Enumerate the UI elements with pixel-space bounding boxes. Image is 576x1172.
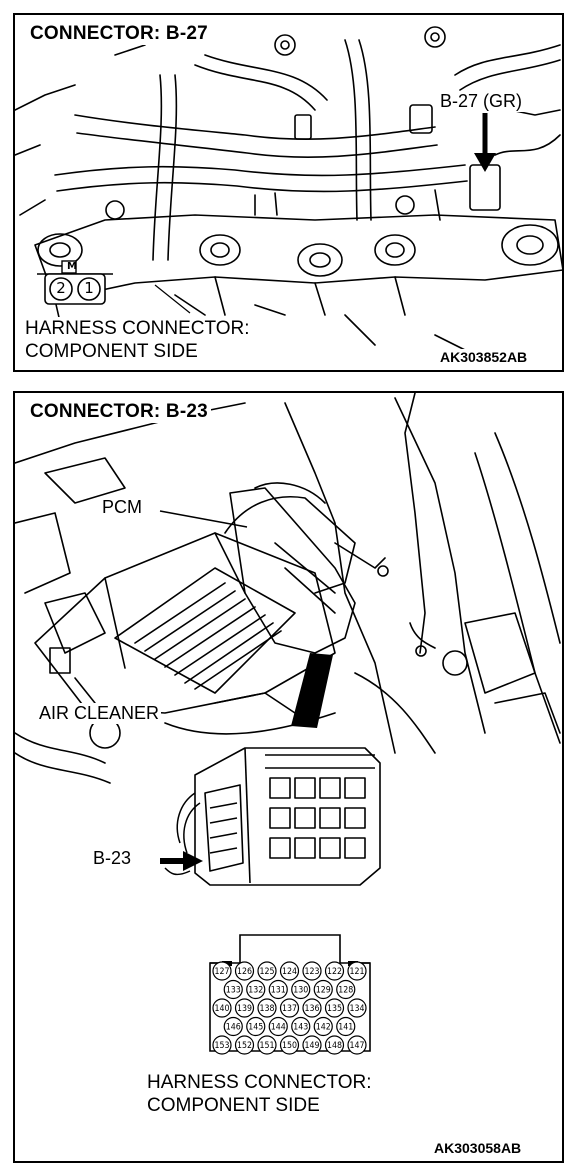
b23-pin-circle	[246, 1016, 266, 1037]
b27-pin-2: 2	[56, 279, 66, 297]
b23-pin-label: 143	[293, 1023, 308, 1033]
b23-pin-circle	[223, 1016, 243, 1037]
b23-pin-label: 145	[248, 1023, 263, 1033]
air-cleaner-label: AIR CLEANER	[37, 703, 162, 724]
b27-arrow	[474, 113, 496, 172]
b23-pin-grid: 127 126 125 124 123 122 121 133 132 131 130 129 128 1…	[212, 961, 367, 1055]
b23-pin-circle	[302, 1035, 322, 1055]
connector-b27-panel: CONNECTOR: B-27 B-27 (GR) M 2 1 HARNESS …	[13, 13, 564, 372]
b23-caption-line1: HARNESS CONNECTOR:	[147, 1072, 372, 1093]
connector-b27-title: CONNECTOR: B-27	[27, 23, 211, 45]
b23-pin-circle	[223, 979, 243, 1000]
b23-pin-label: 126	[237, 967, 252, 977]
b23-pin-circle	[347, 1035, 367, 1055]
b23-pin-label: 131	[271, 986, 286, 996]
b23-pin-label: 152	[237, 1041, 252, 1051]
b27-pinout-symbol	[37, 260, 113, 305]
b23-pin-label: 148	[327, 1041, 342, 1051]
b23-pin-label: 136	[305, 1004, 320, 1014]
b23-pin-circle	[302, 998, 322, 1018]
b23-pin-label: 129	[316, 986, 331, 996]
b23-pin-circle	[291, 979, 311, 1000]
b23-pin-label: 150	[282, 1041, 297, 1051]
connector-b23-title: CONNECTOR: B-23	[27, 401, 211, 423]
b23-pin-label: 153	[215, 1041, 230, 1051]
b23-pin-circle	[336, 1016, 356, 1037]
b27-connector-tab: M	[67, 261, 77, 272]
b23-pin-circle	[268, 979, 288, 1000]
b23-pin-label: 146	[226, 1023, 241, 1033]
connector-b23-panel: 127 126 125 124 123 122 121 133 132 131 130 129 128 1…	[13, 391, 564, 1163]
b23-pin-circle	[257, 1035, 277, 1055]
b23-pin-label: 135	[327, 1004, 342, 1014]
b23-pin-label: 147	[350, 1041, 365, 1051]
b23-pin-label: 142	[316, 1023, 331, 1033]
pcm-zoom-pointer	[291, 653, 333, 728]
pcm-connector-closeup	[194, 747, 381, 886]
b23-pin-circle	[279, 961, 300, 981]
b23-pin-label: 133	[226, 986, 241, 996]
b23-pin-label: 132	[248, 986, 263, 996]
b23-pin-circle	[279, 998, 300, 1018]
b23-arrow	[160, 851, 203, 871]
b23-pin-circle	[313, 1016, 333, 1037]
b23-pin-circle	[234, 1035, 255, 1055]
b23-caption-line2: COMPONENT SIDE	[147, 1095, 320, 1116]
b23-pin-label: 124	[282, 967, 297, 977]
b23-pin-label: 137	[282, 1004, 297, 1014]
b23-pin-circle	[324, 1035, 345, 1055]
b23-pin-label: 149	[305, 1041, 320, 1051]
b23-pin-circle	[234, 961, 255, 981]
b23-pin-label: 130	[293, 986, 308, 996]
b23-pin-label: 144	[271, 1023, 286, 1033]
b23-pin-circle	[246, 979, 266, 1000]
b27-caption-line1: HARNESS CONNECTOR:	[25, 317, 254, 340]
pcm-label: PCM	[100, 497, 144, 518]
b23-pin-circle	[291, 1016, 311, 1037]
b23-pin-circle	[324, 961, 345, 981]
b23-pin-label: 140	[215, 1004, 230, 1014]
b23-pin-circle	[212, 1035, 232, 1055]
engine-bay-illustration-b23: 127 126 125 124 123 122 121 133 132 131 130 129 128 1…	[15, 393, 561, 1055]
b23-pin-circle	[347, 998, 367, 1018]
b23-figure-code: AK303058AB	[432, 1140, 524, 1156]
b23-pin-label: 121	[350, 967, 365, 977]
b23-pin-circle	[313, 979, 333, 1000]
b23-pin-circle	[336, 979, 356, 1000]
b27-figure-code: AK303852AB	[438, 349, 530, 365]
b23-pin-circle	[302, 961, 322, 981]
b23-pin-circle	[212, 998, 232, 1018]
b23-pin-circle	[324, 998, 345, 1018]
b23-pin-label: 127	[215, 967, 230, 977]
b23-pin-circle	[257, 998, 277, 1018]
b23-pin-circle	[268, 1016, 288, 1037]
b23-pin-label: 123	[305, 967, 320, 977]
b23-pin-label: 141	[338, 1023, 353, 1033]
b23-pin-circle	[347, 961, 367, 981]
b23-pin-label: 128	[338, 986, 353, 996]
b27-pin-1: 1	[84, 279, 94, 297]
b23-pin-label: 125	[260, 967, 275, 977]
b23-pin-label: 151	[260, 1041, 275, 1051]
b23-pin-label: 122	[327, 967, 342, 977]
b23-pin-label: 139	[237, 1004, 252, 1014]
engine-bay-illustration-b27	[15, 24, 562, 351]
b23-pin-label: 134	[350, 1004, 365, 1014]
b23-pin-label: 138	[260, 1004, 275, 1014]
b23-pin-circle	[234, 998, 255, 1018]
b23-pin-circle	[257, 961, 277, 981]
b27-caption-line2: COMPONENT SIDE	[25, 340, 202, 363]
b23-callout-label: B-23	[91, 848, 134, 869]
b23-pin-circle	[212, 961, 232, 981]
b27-callout-label: B-27 (GR)	[438, 91, 525, 112]
b23-pin-circle	[279, 1035, 300, 1055]
